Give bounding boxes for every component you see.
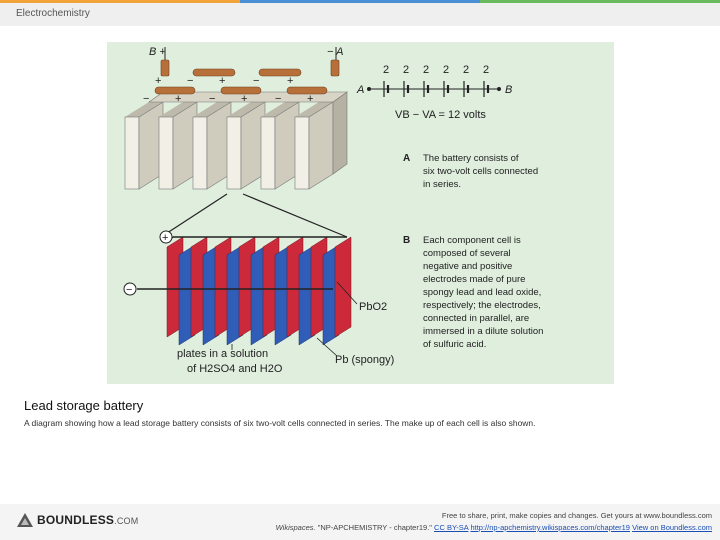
note-b-text: Each component cell is composed of sever… [423, 235, 543, 350]
note-b-letter: B [403, 235, 410, 246]
electrode-plates [166, 236, 352, 346]
cell-connectors [154, 59, 340, 95]
note-a-letter: A [403, 153, 410, 164]
cell-signs: + − + − + − + − + − + [143, 75, 313, 105]
pb-spongy-label: Pb (spongy) [335, 354, 394, 366]
note-a-text: The battery consists of six two-volt cel… [423, 153, 538, 190]
svg-text:+: + [175, 93, 181, 105]
svg-text:2: 2 [423, 64, 429, 76]
svg-text:−: − [143, 93, 149, 105]
svg-text:negative and positive: negative and positive [423, 261, 512, 272]
terminal-a-label: A [356, 84, 364, 96]
svg-text:+: + [307, 93, 313, 105]
svg-text:respectively; the electrodes,: respectively; the electrodes, [423, 300, 541, 311]
svg-text:connected in parallel, are: connected in parallel, are [423, 313, 529, 324]
label-b-plus: B + [149, 46, 166, 58]
svg-text:spongy lead and lead oxide,: spongy lead and lead oxide, [423, 287, 541, 298]
footer-bar [0, 504, 720, 540]
battery-diagram-svg: B + − A [123, 46, 543, 375]
svg-text:2: 2 [483, 64, 489, 76]
source-name: Wikispaces. [275, 523, 316, 532]
solution-label-line1: plates in a solution [177, 348, 268, 360]
terminal-b-label: B [505, 84, 512, 96]
svg-text:+: + [241, 93, 247, 105]
page-title: Electrochemistry [16, 8, 90, 19]
svg-text:2: 2 [463, 64, 469, 76]
svg-text:composed of several: composed of several [423, 248, 511, 259]
svg-text:+: + [155, 75, 161, 87]
solution-label-line2: of H2SO4 and H2O [187, 363, 283, 375]
cell-voltage-labels: 2 2 2 2 2 2 [383, 64, 489, 76]
voltage-equation: VB − VA = 12 volts [395, 109, 486, 121]
svg-text:immersed in a dilute solution: immersed in a dilute solution [423, 326, 543, 337]
attribution: Wikispaces. "NP-APCHEMISTRY - chapter19.… [276, 523, 712, 532]
svg-text:Each component cell is: Each component cell is [423, 235, 521, 246]
label-a-minus: − A [327, 46, 343, 58]
caption-title: Lead storage battery [24, 398, 144, 413]
series-circuit [367, 81, 501, 97]
plate-plus-sign: + [162, 232, 168, 244]
view-on-boundless-link[interactable]: View on Boundless.com [632, 523, 712, 532]
boundless-logo[interactable]: BOUNDLESS.COM [16, 512, 138, 528]
free-to-share-text: Free to share, print, make copies and ch… [441, 511, 712, 520]
svg-text:2: 2 [403, 64, 409, 76]
svg-text:of sulfuric acid.: of sulfuric acid. [423, 339, 486, 350]
source-url-link[interactable]: http://np-apchemistry.wikispaces.com/cha… [470, 523, 630, 532]
svg-text:−: − [253, 75, 259, 87]
svg-text:−: − [187, 75, 193, 87]
pbo2-label: PbO2 [359, 301, 387, 313]
svg-text:2: 2 [383, 64, 389, 76]
svg-text:−: − [275, 93, 281, 105]
top-color-stripe [0, 0, 720, 3]
svg-text:The battery consists of: The battery consists of [423, 153, 519, 164]
svg-text:+: + [219, 75, 225, 87]
svg-text:electrodes made of pure: electrodes made of pure [423, 274, 525, 285]
plate-minus-sign: − [126, 284, 132, 296]
svg-text:six two-volt cells connected: six two-volt cells connected [423, 166, 538, 177]
license-link[interactable]: CC BY-SA [434, 523, 469, 532]
svg-text:−: − [209, 93, 215, 105]
battery-diagram: B + − A [107, 42, 614, 384]
source-title: "NP-APCHEMISTRY - chapter19." [317, 523, 432, 532]
svg-text:+: + [287, 75, 293, 87]
page-header: Electrochemistry [0, 3, 720, 26]
logo-text: BOUNDLESS.COM [37, 513, 139, 527]
boundless-logo-icon [17, 513, 33, 527]
battery-cells [124, 91, 348, 190]
svg-text:2: 2 [443, 64, 449, 76]
svg-text:in series.: in series. [423, 179, 461, 190]
caption-text: A diagram showing how a lead storage bat… [24, 418, 536, 428]
